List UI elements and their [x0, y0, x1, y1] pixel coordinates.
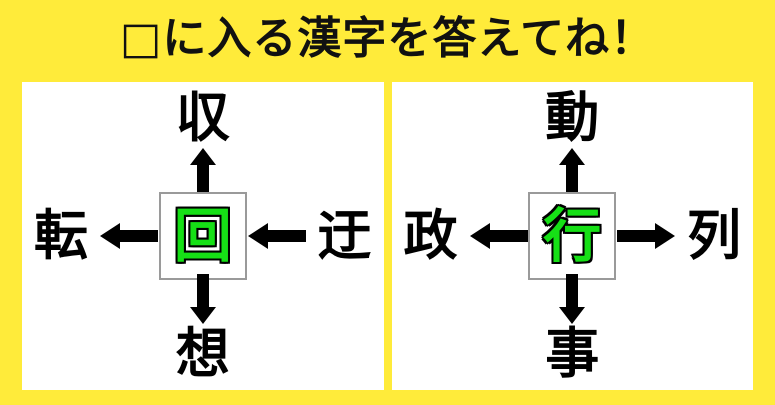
kanji-cross-left: 収 転 回 [22, 82, 384, 390]
puzzle-panel-left: 収 転 回 [22, 82, 384, 390]
puzzle-board: 収 転 回 [22, 82, 753, 390]
arrow-left-icon [469, 223, 528, 249]
puzzle-panel-right: 動 政 行 [392, 82, 754, 390]
title-bar: □に入る漢字を答えてね！ [0, 0, 775, 78]
answer-kanji-right: 行 [542, 202, 603, 270]
kanji-left-right-panel: 政 [403, 204, 458, 267]
kanji-right-left-panel: 迂 [317, 204, 372, 267]
arrow-left-icon [247, 223, 306, 249]
arrow-up-icon [559, 148, 586, 198]
kanji-right-right-panel: 列 [687, 204, 741, 267]
kanji-top-left-panel: 収 [175, 86, 230, 149]
arrow-down-icon [559, 274, 586, 324]
kanji-bottom-right-panel: 事 [545, 322, 600, 385]
answer-box-right[interactable]: 行 [528, 192, 617, 280]
answer-kanji-left: 回 [172, 202, 233, 270]
answer-box-left[interactable]: 回 [158, 192, 247, 280]
arrow-down-icon [189, 274, 216, 324]
page-title: □に入る漢字を答えてね！ [119, 13, 656, 64]
kanji-bottom-left-panel: 想 [175, 322, 230, 385]
arrow-up-icon [189, 148, 216, 198]
kanji-left-left-panel: 転 [34, 204, 88, 267]
arrow-left-icon [100, 223, 158, 249]
arrow-right-icon [617, 223, 675, 249]
panel-divider [383, 82, 392, 390]
kanji-top-right-panel: 動 [545, 86, 600, 149]
kanji-cross-right: 動 政 行 [392, 82, 754, 390]
